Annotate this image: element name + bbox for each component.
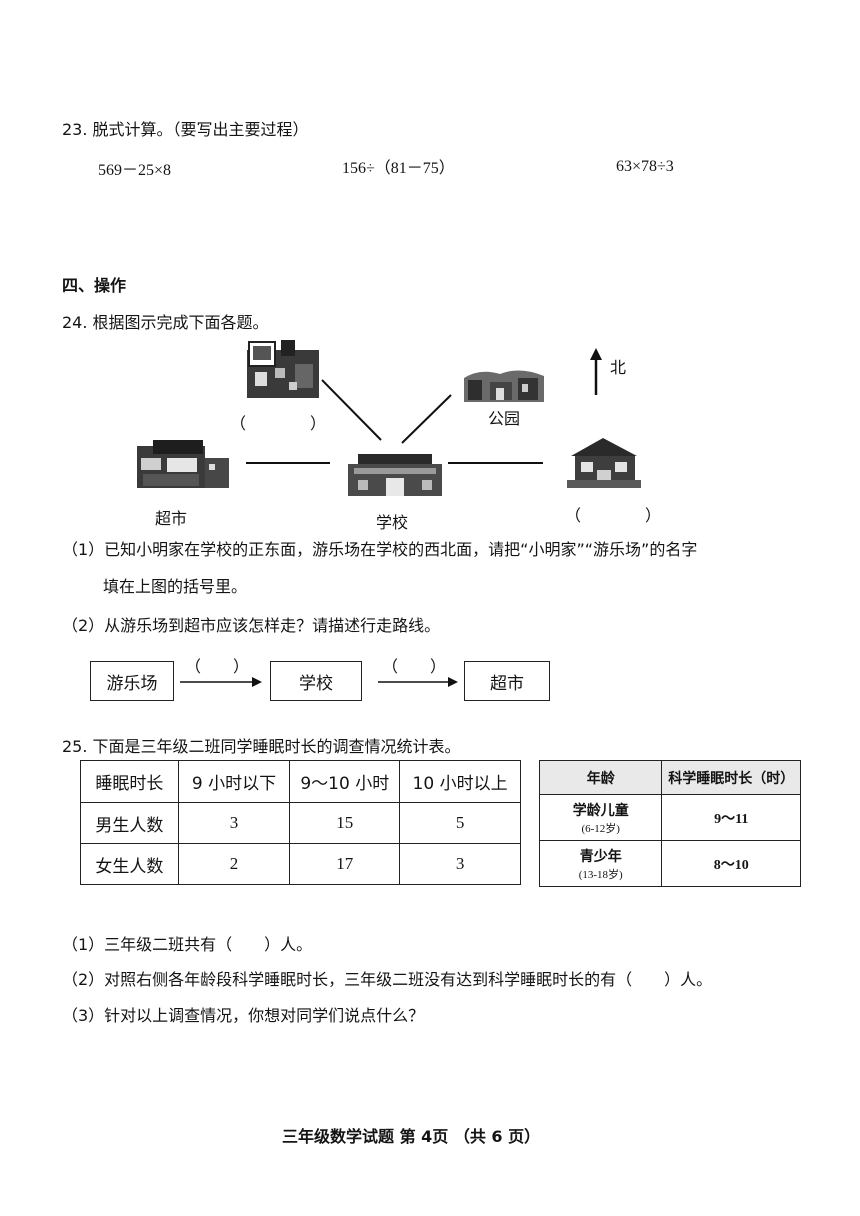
q24-sub2: （2）从游乐场到超市应该怎样走？请描述行走路线。	[62, 616, 441, 635]
line-school-park	[401, 394, 452, 444]
q23-expr-3: 63×78÷3	[616, 158, 674, 175]
science-sleep-table: 年龄 科学睡眠时长（时） 学龄儿童 (6-12岁) 9～11 青少年 (13-1…	[538, 760, 801, 887]
table-cell: 2	[177, 843, 291, 885]
label-supermarket: 超市	[155, 509, 188, 528]
direction-map: （ ） 公园 北 超市 学校 （	[0, 0, 860, 540]
amusement-park-building-icon	[247, 340, 319, 398]
q24-sub1-line2: 填在上图的括号里。	[103, 577, 248, 596]
q24-title: 24. 根据图示完成下面各题。	[62, 313, 269, 332]
sleep-survey-table: 睡眠时长 9 小时以下 9～10 小时 10 小时以上 男生人数 3 15 5 …	[80, 760, 521, 885]
flow-arrow-2-head	[448, 677, 458, 687]
north-arrow-head	[590, 348, 602, 360]
table-header-cell: 10 小时以上	[399, 760, 521, 803]
label-park: 公园	[488, 409, 521, 428]
q23-title: 23. 脱式计算。（要写出主要过程）	[62, 120, 309, 139]
blank-amusement-park: （ ）	[230, 414, 327, 433]
blank-xiaoming-home: （ ）	[565, 506, 662, 525]
table-header-row: 睡眠时长 9 小时以下 9～10 小时 10 小时以上	[80, 760, 521, 803]
sci-hours-cell: 9～11	[661, 794, 801, 841]
q25-sub3: （3）针对以上调查情况，你想对同学们说点什么？	[62, 1006, 425, 1025]
q25-title: 25. 下面是三年级二班同学睡眠时长的调查情况统计表。	[62, 737, 461, 756]
supermarket-building-icon	[137, 440, 229, 488]
flow-arrow-1-head	[252, 677, 262, 687]
table-header-cell: 睡眠时长	[80, 760, 179, 803]
flow-box-amusement-park: 游乐场	[90, 661, 174, 701]
section-title: 四、操作	[62, 276, 127, 295]
sci-row: 青少年 (13-18岁) 8～10	[538, 840, 801, 887]
table-cell: 15	[289, 802, 401, 844]
table-row-label: 男生人数	[80, 802, 179, 844]
map-lines	[246, 348, 602, 464]
table-cell: 3	[399, 843, 521, 885]
sci-age-group: 青少年	[579, 849, 622, 865]
table-row: 女生人数 2 17 3	[80, 843, 521, 885]
sci-age-range: (6-12岁)	[581, 822, 620, 835]
table-cell: 17	[289, 843, 401, 885]
page-footer: 三年级数学试题 第 4页 （共 6 页）	[282, 1127, 541, 1146]
table-row: 男生人数 3 15 5	[80, 802, 521, 844]
house-building-icon	[567, 438, 641, 488]
school-building-icon	[348, 454, 442, 496]
q24-sub1-line1: （1）已知小明家在学校的正东面，游乐场在学校的西北面，请把“小明家”“游乐场”的…	[62, 540, 698, 559]
sci-age-range: (13-18岁)	[578, 868, 623, 881]
label-north: 北	[610, 358, 627, 377]
flow-box-supermarket: 超市	[464, 661, 550, 701]
sci-age-cell: 青少年 (13-18岁)	[538, 840, 663, 887]
sci-header-cell: 年龄	[538, 760, 663, 795]
label-school: 学校	[376, 513, 409, 532]
flow-box-school: 学校	[270, 661, 362, 701]
table-header-cell: 9～10 小时	[289, 760, 401, 803]
table-header-cell: 9 小时以下	[177, 760, 291, 803]
q25-sub1: （1）三年级二班共有（ ）人。	[62, 935, 313, 954]
sci-row: 学龄儿童 (6-12岁) 9～11	[538, 794, 801, 841]
sci-header-cell: 科学睡眠时长（时）	[661, 760, 801, 795]
table-cell: 5	[399, 802, 521, 844]
line-school-nw	[321, 379, 382, 441]
table-cell: 3	[177, 802, 291, 844]
q23-expr-2: 156÷（81－75）	[342, 160, 455, 177]
flow-blank-1: （ ）	[185, 657, 250, 676]
table-row-label: 女生人数	[80, 843, 179, 885]
sci-age-group: 学龄儿童	[572, 803, 629, 819]
park-building-icon	[464, 370, 544, 402]
q23-expr-1: 569－25×8	[98, 162, 172, 179]
sci-header-row: 年龄 科学睡眠时长（时）	[538, 760, 801, 795]
sci-age-cell: 学龄儿童 (6-12岁)	[538, 794, 663, 841]
flow-blank-2: （ ）	[382, 657, 447, 676]
q25-sub2: （2）对照右侧各年龄段科学睡眠时长，三年级二班没有达到科学睡眠时长的有（ ）人。	[62, 970, 713, 989]
sci-hours-cell: 8～10	[661, 840, 801, 887]
